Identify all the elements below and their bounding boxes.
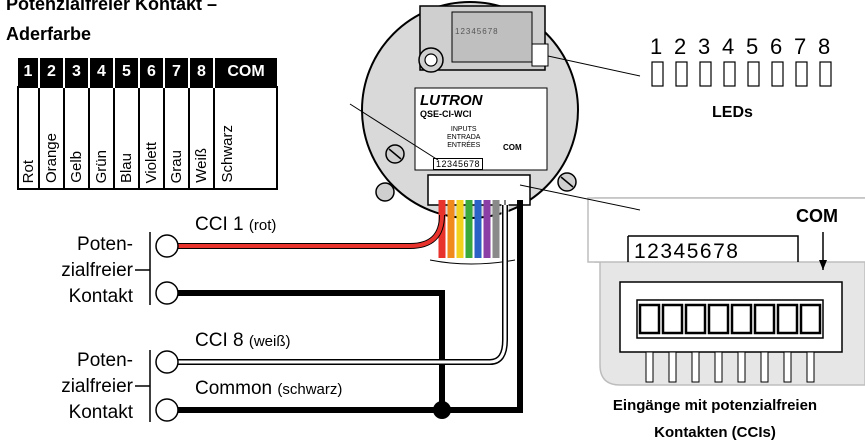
led-6 — [771, 61, 784, 87]
contact-line: zialfreier — [61, 376, 133, 397]
led-number: 2 — [674, 34, 687, 59]
connector-pins — [645, 351, 815, 383]
table-cell: Grau — [168, 149, 185, 183]
terminal-numbers: 12345678 — [433, 158, 484, 170]
table-header: 1 — [18, 58, 40, 87]
table-header-com: COM — [214, 58, 277, 87]
table-cell: Grün — [93, 149, 110, 183]
leader-table — [349, 103, 439, 161]
dip-switch-area — [451, 11, 533, 63]
table-header-row: 1 2 3 4 5 6 7 8 COM — [18, 58, 277, 87]
led-number: 7 — [794, 34, 807, 59]
leds-label: LEDs — [712, 104, 753, 121]
contact-line: Kontakt — [68, 402, 133, 423]
table-cell: Violett — [143, 141, 160, 183]
connector-numbers: 12345678 — [634, 240, 740, 263]
inputs-label: INPUTS ENTRADA ENTRÉES — [447, 126, 480, 150]
cci1-label: CCI 1 (rot) — [195, 214, 276, 236]
model-number: QSE-CI-WCI — [420, 109, 472, 119]
table-cell: Rot — [20, 159, 37, 183]
connector-slots — [638, 303, 822, 335]
inputs-line: INPUTS — [450, 126, 477, 133]
contact-line: Poten- — [77, 234, 133, 255]
led-number: 6 — [770, 34, 783, 59]
dip-numbers: 12345678 — [455, 27, 499, 36]
junction-dot — [433, 401, 451, 419]
contact-label-2: Poten- zialfreier Kontakt — [0, 348, 133, 426]
led-number: 8 — [818, 34, 831, 59]
dip-switch — [531, 43, 549, 67]
leader-connector — [519, 184, 641, 211]
wire-contact1-common — [178, 290, 445, 410]
common-name: Common — [195, 378, 273, 399]
terminal-com-label: COM — [503, 143, 522, 152]
caption-line: Kontakten (CCIs) — [654, 424, 776, 441]
table-cell: Schwarz — [219, 125, 236, 183]
led-8 — [819, 61, 832, 87]
contact1-terminal-b — [155, 281, 179, 305]
cci8-name: CCI 8 — [195, 330, 244, 351]
bottom-left-screw — [375, 182, 395, 202]
led-4 — [723, 61, 736, 87]
led-number: 4 — [722, 34, 735, 59]
title-line1: Potenzialfreier Kontakt – — [6, 0, 218, 14]
cci8-label: CCI 8 (weiß) — [195, 330, 291, 352]
leader-leds — [547, 55, 641, 77]
wire-color-table: 1 2 3 4 5 6 7 8 COM Rot Orange Gelb Grün… — [17, 58, 278, 190]
wire-cci1 — [178, 214, 444, 248]
table-header: 5 — [114, 58, 140, 87]
common-color: (schwarz) — [277, 381, 343, 398]
table-header: 8 — [189, 58, 215, 87]
device-label — [414, 87, 548, 171]
led-number: 1 — [650, 34, 663, 59]
led-number: 3 — [698, 34, 711, 59]
contact1-terminal-a — [155, 234, 179, 258]
contact-label-1: Poten- zialfreier Kontakt — [0, 232, 133, 310]
contact-line: zialfreier — [61, 260, 133, 281]
title-line2: Aderfarbe — [6, 24, 92, 44]
contact-line: Poten- — [77, 350, 133, 371]
connector-com-label: COM — [796, 206, 838, 226]
led-1 — [651, 61, 664, 87]
table-cell: Gelb — [68, 151, 85, 183]
cci1-name: CCI 1 — [195, 214, 244, 235]
brand-logo: LUTRON — [420, 92, 483, 109]
inputs-line: ENTRÉES — [447, 142, 481, 149]
led-3 — [699, 61, 712, 87]
table-header: 7 — [164, 58, 190, 87]
wire-common — [178, 200, 523, 413]
caption-line: Eingänge mit potenzialfreien — [612, 397, 818, 414]
wire-cci8 — [178, 205, 507, 364]
led-number: 5 — [746, 34, 759, 59]
common-label: Common (schwarz) — [195, 378, 342, 400]
table-header: 6 — [139, 58, 165, 87]
table-header: 4 — [89, 58, 115, 87]
contact2-terminal-b — [155, 398, 179, 422]
connector-caption: Eingänge mit potenzialfreien Kontakten (… — [580, 392, 850, 446]
cci1-color: (rot) — [248, 217, 277, 234]
table-cell: Orange — [43, 132, 60, 183]
table-cell: Blau — [118, 152, 135, 183]
table-color-row: Rot Orange Gelb Grün Blau Violett Grau W… — [17, 86, 278, 190]
table-cell: Weiß — [193, 148, 210, 183]
cci8-color: (weiß) — [248, 333, 291, 350]
led-7 — [795, 61, 808, 87]
led-2 — [675, 61, 688, 87]
table-header: 2 — [39, 58, 65, 87]
led-5 — [747, 61, 760, 87]
contact-line: Kontakt — [68, 286, 133, 307]
led-row — [651, 61, 832, 87]
inputs-line: ENTRADA — [447, 134, 481, 141]
table-header: 3 — [64, 58, 90, 87]
contact2-terminal-a — [155, 350, 179, 374]
